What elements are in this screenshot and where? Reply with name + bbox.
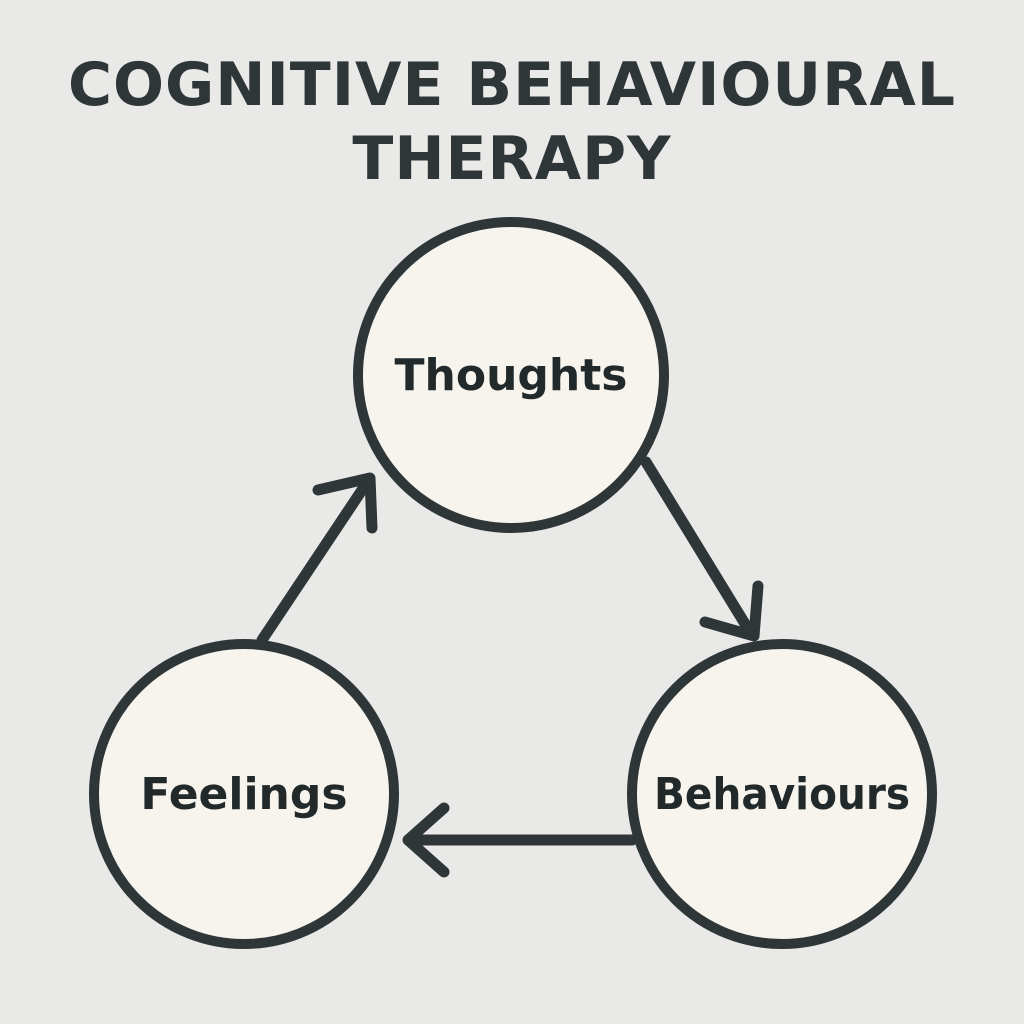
arrow-thoughts-to-behaviours — [640, 456, 764, 642]
node-feelings: Feelings — [89, 639, 399, 949]
node-feelings-label: Feelings — [140, 769, 347, 820]
node-behaviours-label: Behaviours — [654, 769, 910, 820]
arrow-behaviours-to-feelings — [402, 802, 638, 878]
title-line-1: COGNITIVE BEHAVIOURAL — [67, 50, 957, 120]
node-behaviours: Behaviours — [627, 639, 937, 949]
node-thoughts-circle — [353, 217, 669, 533]
node-thoughts-label: Thoughts — [395, 350, 628, 401]
node-thoughts: Thoughts — [353, 217, 669, 533]
arrow-feelings-to-thoughts — [256, 472, 378, 646]
node-feelings-circle — [89, 639, 399, 949]
node-behaviours-circle — [627, 639, 937, 949]
diagram-title: COGNITIVE BEHAVIOURAL THERAPY — [0, 48, 1024, 196]
title-line-2: THERAPY — [352, 124, 672, 194]
